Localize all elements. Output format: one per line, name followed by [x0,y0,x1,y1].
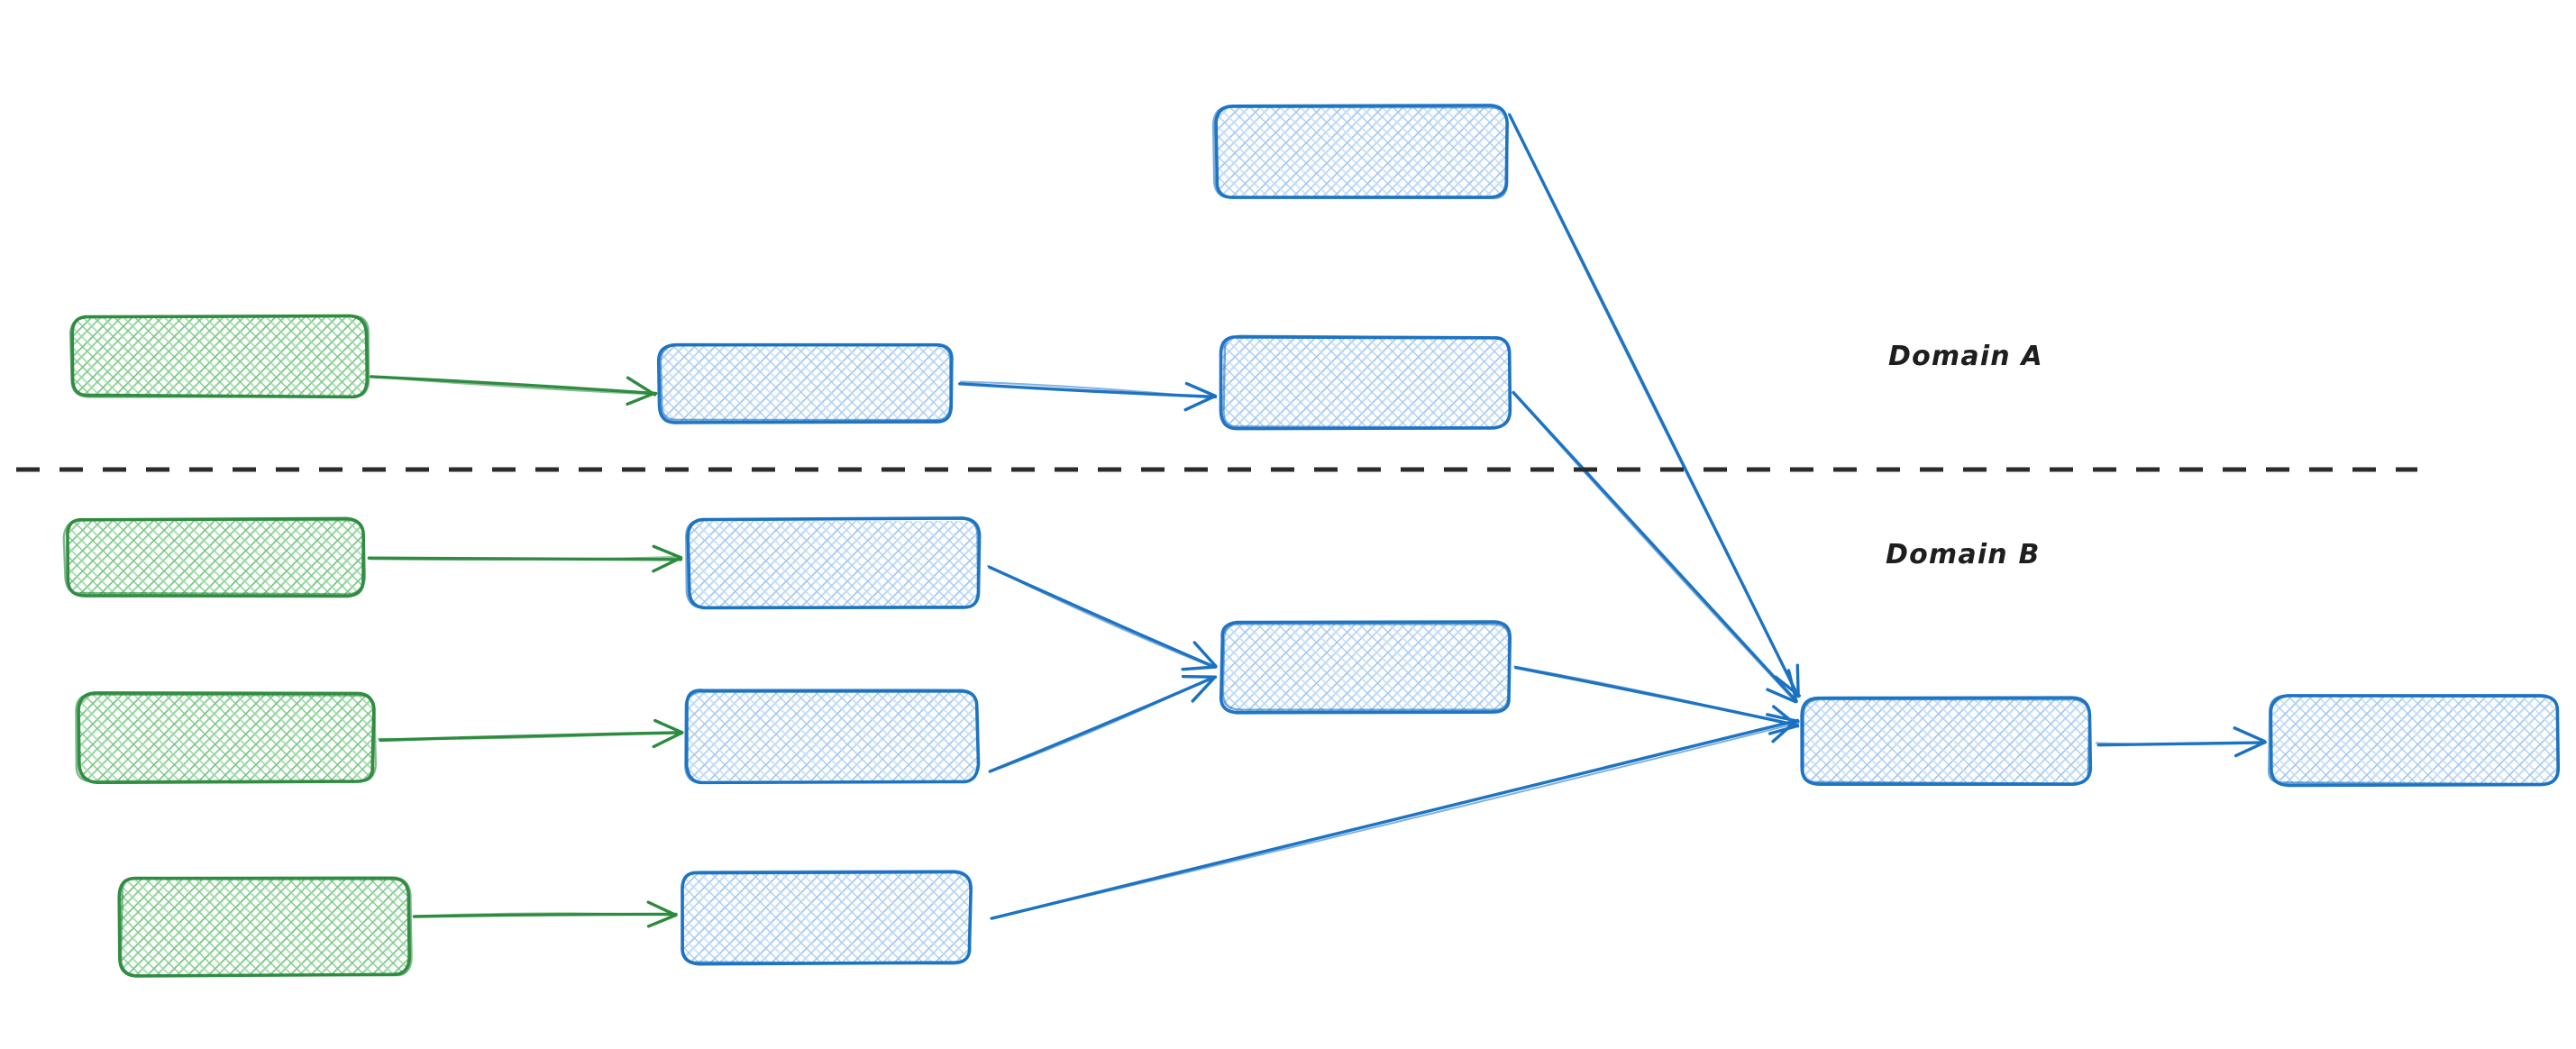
edge-line [989,675,1215,773]
arrowhead-barb [1768,724,1799,735]
edge-line [369,555,681,561]
edge-e5[interactable] [367,544,683,573]
edge-line [990,722,1800,920]
node-b-src-1[interactable] [62,516,367,598]
node-fill [688,521,978,607]
node-b-agg-1[interactable] [1219,620,1512,715]
edge-line [2095,742,2267,745]
node-fill [67,519,363,596]
node-fill [1216,107,1506,197]
edge-e12[interactable] [2095,726,2267,758]
edge-e11[interactable] [1513,665,1800,735]
node-b-src-2[interactable] [75,691,377,785]
node-a-top-1[interactable] [1211,104,1509,200]
node-fill [72,316,368,396]
node-outline [1222,334,1512,429]
arrowhead-barb [646,900,677,917]
node-outline [659,342,952,422]
arrowhead-barb [1795,663,1800,698]
edge-e8[interactable] [986,564,1218,671]
node-b-sink[interactable] [2267,693,2561,788]
arrowhead-barb [1181,674,1218,679]
edge-e7[interactable] [412,900,678,928]
arrowhead-barb [626,391,656,406]
node-outline [656,342,954,424]
edge-e3[interactable] [1508,113,1802,698]
edge-line [1512,390,1798,703]
node-outline [1221,622,1511,711]
arrowhead-barb [1772,705,1800,728]
edge-line [986,564,1215,669]
node-outline [1802,698,2091,786]
node-b-mid-2[interactable] [684,689,981,785]
edge-line [1513,665,1797,727]
node-layer [62,104,2561,978]
arrowhead-barb [2233,726,2266,743]
node-fill [1221,623,1510,711]
arrowhead-barb [652,544,683,560]
node-outline [681,870,972,965]
edge-e4[interactable] [1512,390,1798,704]
arrowhead-barb [1192,641,1218,668]
node-b-hub[interactable] [1800,696,2093,787]
node-fill [661,344,951,422]
node-outline [75,693,377,783]
edge-line [414,912,676,917]
edge-line [990,718,1800,920]
edge-line [988,565,1217,669]
node-fill [2270,697,2559,783]
edge-line [369,375,655,396]
edge-e2[interactable] [958,380,1218,412]
node-b-mid-1[interactable] [685,516,982,610]
arrowhead-barb [1184,381,1217,397]
node-outline [62,518,367,596]
arrowhead-barb [1766,688,1797,704]
node-outline [119,876,413,977]
node-outline [69,315,370,398]
node-a-mid-1[interactable] [656,342,954,424]
arrowhead-barb [1181,665,1218,671]
label-layer: Domain A Domain B [1886,341,2043,570]
edge-layer [367,113,2267,928]
node-b-src-3[interactable] [117,876,413,978]
edge-line [369,375,658,396]
edge-line [1508,113,1800,698]
node-a-src-1[interactable] [69,314,370,399]
arrowhead-barb [652,556,682,573]
node-fill [121,880,409,975]
node-fill [1803,698,2089,785]
node-a-mid-2[interactable] [1219,334,1512,431]
node-outline [1211,105,1509,200]
node-fill [682,872,971,964]
arrowhead-barb [652,731,684,749]
arrowhead-barb [1183,394,1218,412]
arrowhead-barb [1786,669,1798,703]
arrowhead-barb [646,913,678,928]
domain-label-domain-b: Domain B [1886,539,2041,570]
node-outline [1219,620,1512,715]
edge-line [1512,392,1797,704]
edge-e10[interactable] [990,713,1800,920]
domain-label-domain-a: Domain A [1888,341,2043,372]
arrowhead-barb [2233,740,2267,758]
node-b-mid-3[interactable] [681,870,973,966]
node-outline [2267,693,2559,786]
arrowhead-barb [653,718,684,734]
edge-e6[interactable] [378,718,684,749]
edge-line [378,730,682,740]
node-fill [686,690,978,780]
arrowhead-barb [1191,675,1217,703]
node-outline [684,690,980,785]
arrowhead-barb [1766,713,1800,724]
node-fill [78,694,373,780]
node-fill [1222,336,1511,427]
node-outline [685,517,980,609]
edge-e9[interactable] [988,674,1218,773]
arrowhead-barb [626,376,657,397]
edge-line [960,380,1215,399]
edge-e1[interactable] [369,375,658,406]
